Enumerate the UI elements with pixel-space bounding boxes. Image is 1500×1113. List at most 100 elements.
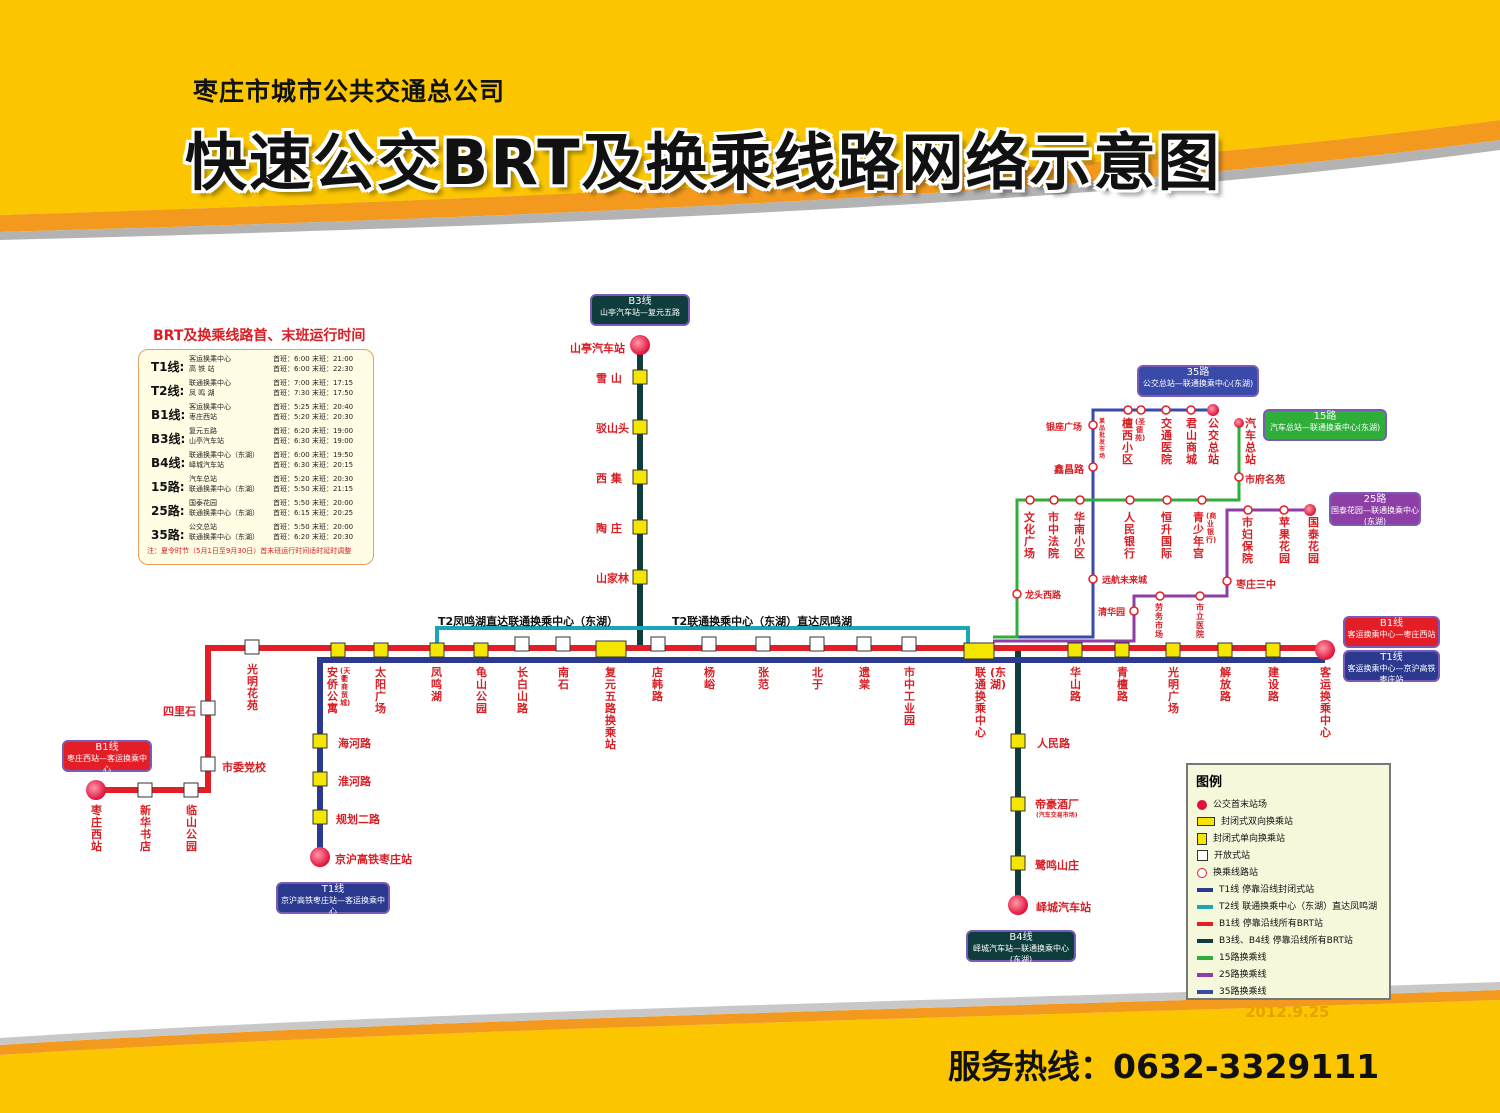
station-huashan: 华山路 bbox=[1070, 666, 1081, 703]
station-marker bbox=[1217, 642, 1233, 658]
station-pingguo: 苹果花园 bbox=[1279, 516, 1290, 565]
transfer-stop bbox=[1197, 495, 1207, 505]
station-marker bbox=[555, 636, 571, 652]
r35-line-icon bbox=[1197, 989, 1213, 994]
station-marker bbox=[809, 636, 825, 652]
b1-line bbox=[95, 645, 1325, 793]
station-renmin: 人民路 bbox=[1037, 737, 1070, 750]
station-marker bbox=[701, 636, 717, 652]
route-box-b1-east: B1线客运换乘中心—枣庄西站 bbox=[1343, 616, 1440, 648]
transfer-stop bbox=[1025, 495, 1035, 505]
terminal-zaozhuang-west bbox=[86, 780, 106, 800]
station-yangyu: 杨峪 bbox=[704, 666, 715, 691]
transfer-stop bbox=[1162, 495, 1172, 505]
station-yinzuo: 银座广场 bbox=[1046, 423, 1083, 433]
station-guangmingguangchang: 光明广场 bbox=[1168, 666, 1179, 715]
station-marker bbox=[1010, 733, 1026, 749]
station-xiji: 西 集 bbox=[596, 472, 622, 485]
station-qichezongzhan: 汽车总站 bbox=[1245, 417, 1256, 466]
station-shili: 市立医院 bbox=[1196, 603, 1204, 639]
transfer-stop bbox=[1243, 505, 1253, 515]
station-beiyu: 北于 bbox=[812, 666, 823, 691]
station-jiaotong: 交通医院 bbox=[1161, 417, 1172, 466]
route-box-t1-south: T1线京沪高铁枣庄站—客运换乘中心 bbox=[276, 882, 390, 916]
terminal-keyun bbox=[1315, 640, 1335, 660]
station-marker bbox=[1067, 642, 1083, 658]
schedule-title: BRT及换乘线路首、末班运行时间 bbox=[153, 328, 366, 344]
station-taozhuang: 陶 庄 bbox=[596, 522, 622, 535]
station-xinhua: 新华书店 bbox=[140, 804, 151, 853]
station-gaotie: 京沪高铁枣庄站 bbox=[335, 853, 412, 866]
legend-item: 封闭式单向换乘站 bbox=[1197, 831, 1285, 845]
t2-line bbox=[435, 626, 970, 650]
station-qinghua: 清华园 bbox=[1098, 608, 1126, 618]
station-marker bbox=[650, 636, 666, 652]
terminal-icon bbox=[1197, 799, 1207, 810]
route-box-b1-west: B1线枣庄西站—客运换乘中心 bbox=[62, 740, 152, 774]
company-name: 枣庄市城市公共交通总公司 bbox=[193, 77, 506, 106]
station-marker bbox=[1265, 642, 1281, 658]
legend-item: 公交首末站场 bbox=[1197, 797, 1267, 811]
station-linshan: 临山公园 bbox=[186, 804, 197, 853]
station-marker bbox=[200, 700, 216, 716]
t1-line-icon bbox=[1197, 887, 1213, 892]
station-shengdeyuan: (圣德苑) bbox=[1135, 418, 1146, 442]
station-marker bbox=[595, 640, 627, 658]
transfer-stop bbox=[1155, 591, 1165, 601]
station-tanxi: 檀西小区 bbox=[1122, 417, 1133, 466]
legend-item: T2线 联通换乘中心（东湖）直达凤鸣湖 bbox=[1197, 899, 1377, 913]
legend-item: B1线 停靠沿线所有BRT站 bbox=[1197, 916, 1323, 930]
station-marker bbox=[901, 636, 917, 652]
r25-line-icon bbox=[1197, 972, 1213, 977]
transfer-stop bbox=[1012, 589, 1022, 599]
station-marker bbox=[312, 809, 328, 825]
station-junshan: 君山商城 bbox=[1186, 417, 1197, 466]
station-marker bbox=[373, 642, 389, 658]
station-marker bbox=[755, 636, 771, 652]
open-station-icon bbox=[1197, 850, 1208, 861]
transfer-stop bbox=[1075, 495, 1085, 505]
station-jianshe: 建设路 bbox=[1268, 666, 1279, 703]
transfer-stop bbox=[1125, 495, 1135, 505]
station-jiefang: 解放路 bbox=[1220, 666, 1231, 703]
station-dianhan: 店韩路 bbox=[652, 666, 663, 703]
station-marker bbox=[632, 469, 648, 485]
transfer-stop bbox=[1222, 576, 1232, 586]
station-marker bbox=[330, 642, 346, 658]
station-guishan: 龟山公园 bbox=[476, 666, 487, 715]
station-huanan: 华南小区 bbox=[1074, 511, 1085, 560]
station-marker bbox=[200, 756, 216, 772]
station-marker bbox=[1114, 642, 1130, 658]
station-shiweidangxiao: 市委党校 bbox=[222, 761, 266, 774]
station-longtou: 龙头西路 bbox=[1025, 591, 1062, 601]
route-box-15: 15路汽车总站—联通换乘中心(东湖) bbox=[1263, 409, 1387, 441]
station-dihao: 帝豪酒厂 bbox=[1035, 798, 1079, 811]
station-marker bbox=[632, 569, 648, 585]
station-yitang: 遗棠 bbox=[859, 666, 870, 691]
route-box-35: 35路公交总站—联通换乘中心(东湖) bbox=[1137, 365, 1259, 397]
terminal-qiche bbox=[1234, 418, 1244, 428]
r35-line bbox=[1000, 408, 1213, 639]
station-hengsheng: 恒升国际 bbox=[1161, 511, 1172, 560]
route-box-t1-east: T1线客运换乘中心—京沪高铁枣庄站 bbox=[1343, 650, 1440, 684]
one-way-station-icon bbox=[1197, 832, 1207, 845]
legend-item: T1线 停靠沿线封闭式站 bbox=[1197, 882, 1314, 896]
station-qingtan: 青檀路 bbox=[1117, 666, 1128, 703]
station-marker bbox=[429, 642, 445, 658]
station-marker bbox=[1010, 796, 1026, 812]
station-marker bbox=[632, 369, 648, 385]
station-gongjiaozongzhan: 公交总站 bbox=[1208, 417, 1219, 466]
service-hotline: 服务热线：0632-3329111 bbox=[948, 1047, 1380, 1086]
station-huaihe: 淮河路 bbox=[338, 775, 371, 788]
terminal-yicheng bbox=[1008, 895, 1028, 915]
legend: 图例 公交首末站场 封闭式双向换乘站 封闭式单向换乘站 开放式站 换乘线路站 T… bbox=[1186, 763, 1391, 1000]
station-laowu: 劳务市场 bbox=[1155, 603, 1163, 639]
route-box-b4: B4线峄城汽车站—联通换乘中心(东湖) bbox=[966, 930, 1076, 964]
r15-line-icon bbox=[1197, 955, 1213, 960]
station-marker bbox=[856, 636, 872, 652]
station-wenhua: 文化广场 bbox=[1024, 511, 1035, 560]
t2-line-icon bbox=[1197, 904, 1213, 909]
